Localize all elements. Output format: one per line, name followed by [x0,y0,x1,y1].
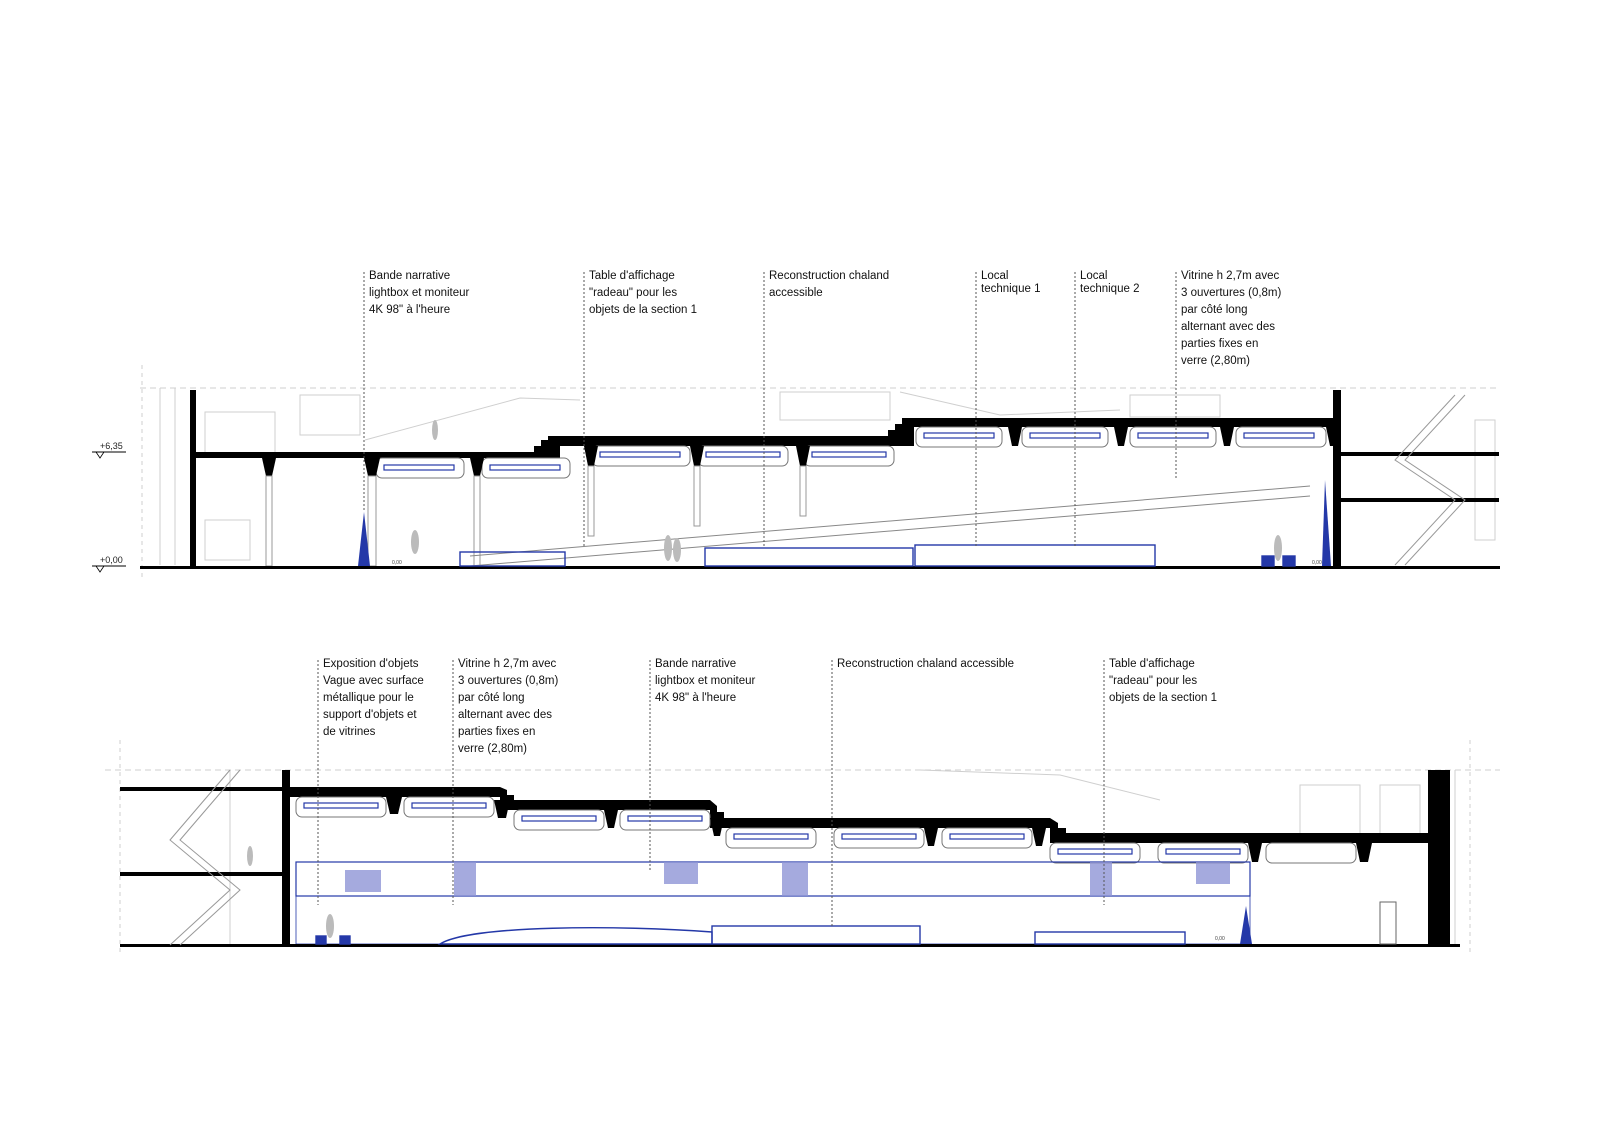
level-marker-top: +6,35 [92,441,126,459]
annotation-bande-narrative: Bande narrative lightbox et moniteur 4K … [655,658,759,704]
annotation-reconstruction-chaland: Reconstruction chaland accessible [769,270,892,299]
section-top-stair-steps [534,418,914,452]
annotation-table-affichage: Table d'affichage "radeau" pour les obje… [589,270,697,316]
section-bottom-exhibits [315,906,1252,945]
context-lines-top [140,365,1500,578]
level-marker-bottom: +0,00 [92,555,126,573]
annotation-vitrine: Vitrine h 2,7m avec 3 ouvertures (0,8m) … [458,658,562,755]
section-top-people [411,420,1282,562]
context-lines-bottom [105,740,1500,955]
section-bottom-staircase [169,769,241,946]
section-top-floor [140,566,1500,569]
section-bottom-walls [120,770,1450,946]
section-top-blue-lights [383,432,1315,471]
section-bottom-ceiling-modules [295,796,1357,864]
annotation-bande-narrative: Bande narrative lightbox et moniteur 4K … [369,270,473,316]
level-label: +6,35 [100,441,123,451]
section-top-walls [190,390,1499,567]
section-top-ramp [469,485,1311,567]
small-level-mark: 0,00 [1312,560,1322,566]
small-level-mark: 0,00 [392,560,402,566]
section-top-staircase [1394,394,1466,566]
section-bottom-blue-lights [303,802,1241,855]
section-bottom-leader-lines [317,660,1105,926]
section-bottom-columns [386,797,1372,862]
section-bottom-floor [120,944,1460,947]
section-top-leader-lines [363,272,1177,548]
annotation-local-technique-1: Local technique 1 [981,270,1040,295]
section-bottom-vitrine-band [295,861,1251,945]
section-bottom-stair-steps [500,787,1066,833]
section-bottom-door [1379,901,1397,945]
annotation-reconstruction-chaland: Reconstruction chaland accessible [837,658,1014,670]
section-top-columns [262,427,1340,476]
section-top-exhibits [358,480,1331,567]
annotation-table-affichage: Table d'affichage "radeau" pour les obje… [1109,658,1217,704]
section-bottom-people [247,846,334,938]
section-bottom: 0,00 Exposition d'objets Vague avec surf… [105,658,1500,955]
small-level-mark: 0,00 [1215,936,1225,942]
annotation-local-technique-2: Local technique 2 [1080,270,1139,295]
level-label: +0,00 [100,555,123,565]
annotation-vitrine: Vitrine h 2,7m avec 3 ouvertures (0,8m) … [1181,270,1285,367]
section-top: +6,35 +0,00 0,00 0,00 Bande narrative li… [92,270,1500,578]
annotation-exposition-objets: Exposition d'objets Vague avec surface m… [323,658,427,738]
